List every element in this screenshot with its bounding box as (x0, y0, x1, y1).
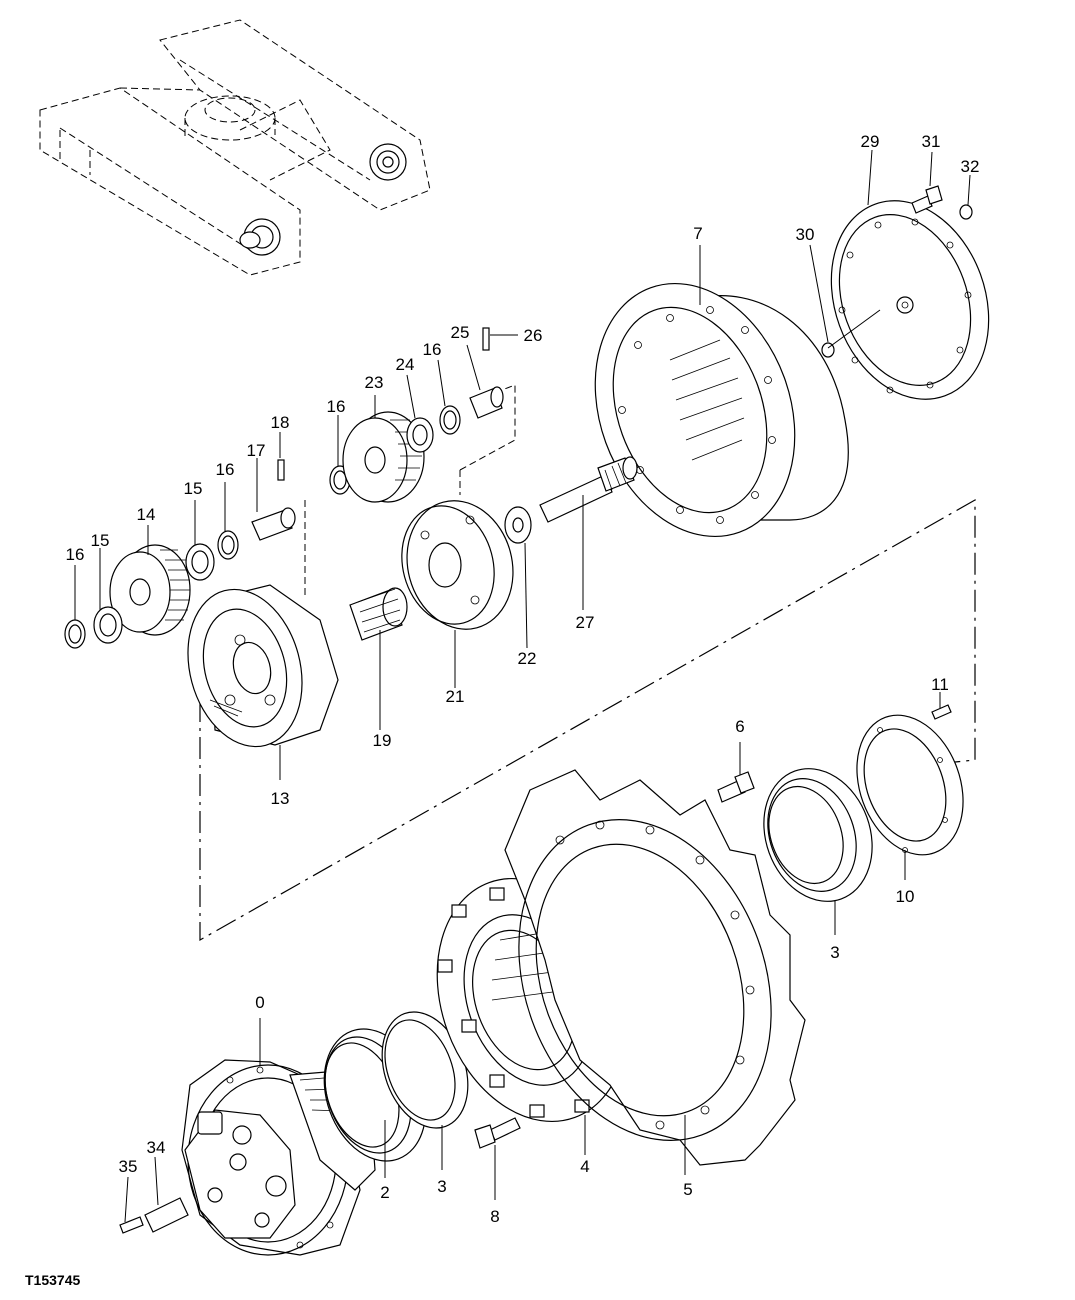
plug-32 (959, 204, 973, 220)
label-part-16-d: 16 (423, 340, 442, 359)
label-part-15-left: 15 (91, 531, 110, 550)
needle-bearing-15-left (93, 606, 123, 644)
label-part-32: 32 (961, 157, 980, 176)
label-part-8: 8 (490, 1207, 499, 1226)
label-part-16-a: 16 (66, 545, 85, 564)
drive-shaft-27 (539, 456, 638, 523)
bolt-6 (717, 771, 755, 803)
label-part-11: 11 (931, 675, 949, 694)
label-part-14: 14 (137, 505, 156, 524)
label-part-25: 25 (451, 323, 470, 342)
inset-drive-sprocket-left (239, 218, 281, 256)
label-part-7: 7 (693, 224, 702, 243)
label-part-30: 30 (796, 225, 815, 244)
planet-gear-23 (342, 411, 425, 503)
label-part-0: 0 (255, 993, 264, 1012)
label-part-6: 6 (735, 717, 744, 736)
bearing-lower (381, 1011, 469, 1129)
label-part-16-c: 16 (327, 397, 346, 416)
screw-35 (119, 1216, 144, 1234)
end-cover-29 (830, 200, 990, 400)
track-frame-inset (39, 19, 431, 276)
washer-22 (504, 506, 532, 544)
spring-pin-18 (277, 459, 285, 481)
label-part-5: 5 (683, 1180, 692, 1199)
label-part-34: 34 (147, 1138, 166, 1157)
gasket-34 (144, 1197, 189, 1233)
shaft-25 (469, 386, 504, 419)
cover-bolt-holes (838, 218, 972, 394)
planet-gear-14 (109, 544, 191, 636)
label-part-35: 35 (119, 1157, 138, 1176)
label-part-19: 19 (373, 731, 392, 750)
bolt-31 (911, 185, 943, 214)
label-part-3-lower: 3 (437, 1177, 446, 1196)
label-part-16-b: 16 (216, 460, 235, 479)
label-part-26: 26 (524, 326, 543, 345)
sprocket (504, 769, 806, 1166)
label-part-22: 22 (518, 649, 537, 668)
label-part-4: 4 (580, 1157, 589, 1176)
planet-shaft-17 (251, 507, 296, 541)
label-part-15-right: 15 (184, 479, 203, 498)
label-part-3-upper: 3 (830, 943, 839, 962)
leader-lines (74, 149, 971, 1223)
needle-bearing-24 (406, 417, 434, 453)
sun-gear-19 (349, 587, 408, 641)
needle-bearing-15-right (185, 543, 215, 581)
label-part-31: 31 (922, 132, 941, 151)
pin-26 (482, 327, 490, 351)
part-number-labels: 0 2 3 3 4 5 6 7 8 10 11 13 14 15 15 16 1… (66, 132, 980, 1226)
label-part-23: 23 (365, 373, 384, 392)
label-part-10: 10 (896, 887, 915, 906)
label-part-2: 2 (380, 1183, 389, 1202)
inset-drive-sprocket-right (369, 143, 407, 181)
label-part-18: 18 (271, 413, 290, 432)
label-part-21: 21 (446, 687, 465, 706)
label-part-17: 17 (247, 441, 266, 460)
bolt-8 (474, 1117, 521, 1149)
label-part-13: 13 (271, 789, 290, 808)
figure-id: T153745 (25, 1272, 80, 1288)
planet-carrier (187, 584, 339, 748)
label-part-29: 29 (861, 132, 880, 151)
carrier-21 (401, 500, 514, 630)
assembly-axis-lines (199, 384, 976, 942)
plug-30 (821, 342, 835, 358)
ring-gear-housing (594, 282, 849, 538)
label-part-27: 27 (576, 613, 595, 632)
plug-11 (931, 704, 952, 720)
sprocket-bolt-holes (555, 820, 755, 1130)
bearing-upper (763, 768, 873, 902)
cover-ring (856, 714, 964, 856)
label-part-24: 24 (396, 355, 415, 374)
